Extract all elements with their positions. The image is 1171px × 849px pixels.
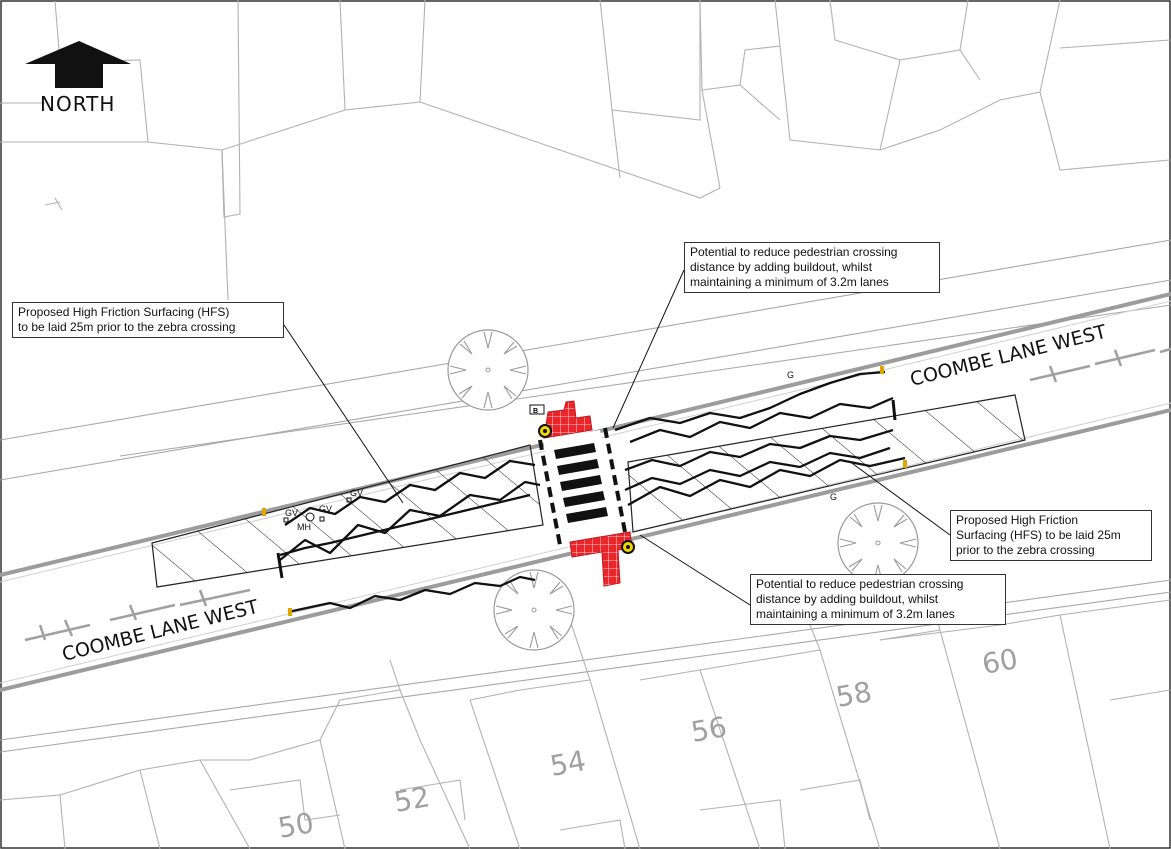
manhole-label: MH: [297, 522, 311, 532]
house-number: 60: [979, 642, 1020, 681]
gate-valve-label: GV: [350, 488, 363, 498]
hfs-area-west: [151, 444, 544, 588]
gate-valve-label: GV: [319, 504, 332, 514]
footway-lines: [0, 239, 1171, 753]
north-label: NORTH: [40, 92, 115, 116]
north-arrow-icon: [25, 41, 131, 88]
gully-label: G: [830, 492, 837, 502]
belisha-beacon-icon: [621, 540, 635, 554]
road-studs: [262, 366, 907, 616]
sign-plate-icon: [529, 404, 545, 415]
gully-label: G: [787, 370, 794, 380]
callout-hfs-east: Proposed High Friction Surfacing (HFS) t…: [950, 510, 1152, 561]
zigzag-markings: [279, 370, 906, 614]
belisha-beacon-icon: [538, 424, 552, 438]
tree-icon: [837, 502, 919, 584]
utility-markers: [283, 497, 352, 523]
house-number: 58: [833, 675, 874, 714]
sign-plate-label: B: [533, 408, 538, 415]
house-number: 54: [547, 744, 588, 783]
callout-buildout-south: Potential to reduce pedestrian crossing …: [750, 574, 1006, 625]
zigzag-terminals: [276, 399, 897, 579]
zebra-crossing: [538, 427, 627, 546]
property-boundaries-south: [0, 589, 1171, 849]
tactile-paving: [543, 400, 633, 587]
callout-hfs-west: Proposed High Friction Surfacing (HFS) t…: [12, 302, 284, 338]
hfs-area-east: [627, 394, 1026, 533]
road-markings-grey: [24, 347, 1171, 642]
gate-valve-label: GV: [285, 508, 298, 518]
tree-icon: [447, 329, 529, 411]
house-number: 56: [688, 710, 729, 749]
house-number: 50: [275, 806, 316, 845]
tree-icon: [493, 569, 575, 651]
callout-buildout-north: Potential to reduce pedestrian crossing …: [684, 242, 940, 293]
house-number: 52: [391, 780, 432, 819]
leader-lines: [283, 269, 951, 606]
